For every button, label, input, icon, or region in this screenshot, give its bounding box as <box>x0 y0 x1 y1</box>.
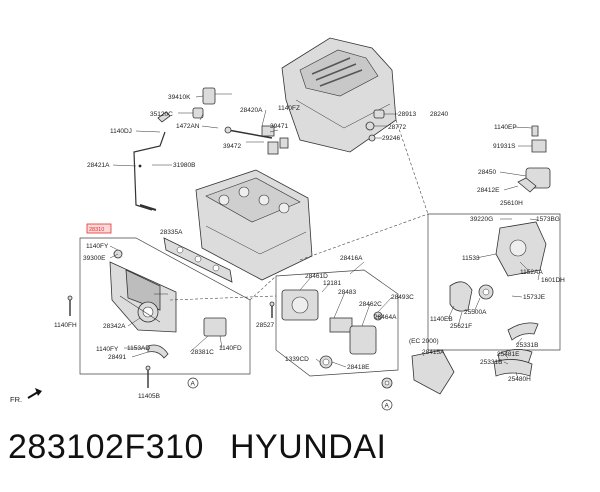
product-caption: 283102F310 HYUNDAI <box>8 428 592 478</box>
label-ref-a-2: A <box>385 403 390 410</box>
label-28491: 28491 <box>108 354 126 361</box>
label-1140fz: 1140FZ <box>278 105 300 112</box>
label-1140fy-top: 1140FY <box>86 243 109 250</box>
leader-lines <box>109 95 541 380</box>
label-28421a: 28421A <box>87 162 110 169</box>
label-28483: 28483 <box>338 289 356 296</box>
label-25481e: 25481E <box>497 351 520 358</box>
label-25500a: 25500A <box>464 309 487 316</box>
guide-lines <box>169 119 429 301</box>
thermostat-housing-group <box>427 125 561 351</box>
label-28461d: 28461D <box>305 273 328 280</box>
rod-sensor-assembly <box>224 125 289 155</box>
label-28462c: 28462C <box>359 301 382 308</box>
sensor-harness <box>133 87 232 211</box>
label-25331b-2: 25331B <box>480 359 502 366</box>
label-28310: 28310 <box>89 227 104 233</box>
intake-manifold-group <box>79 237 251 375</box>
label-1140dj: 1140DJ <box>110 128 132 135</box>
label-39410k: 39410K <box>168 94 191 101</box>
cylinder-head <box>195 169 313 281</box>
cover-fasteners <box>365 109 398 142</box>
label-28418e: 28418E <box>347 364 370 371</box>
label-fr: FR. <box>10 395 22 404</box>
label-12181: 12181 <box>323 280 341 287</box>
label-1140fd: 1140FD <box>219 345 242 352</box>
label-1601dh: 1601DH <box>541 277 565 284</box>
coolant-hose-group <box>493 322 539 377</box>
label-28381c: 28381C <box>191 349 214 356</box>
label-28342a: 28342A <box>103 323 126 330</box>
label-1573bg: 1573BG <box>536 216 560 223</box>
intake-gasket <box>163 237 233 283</box>
label-25480h: 25480H <box>508 376 531 383</box>
label-28450: 28450 <box>478 169 496 176</box>
label-28527: 28527 <box>256 322 274 329</box>
label-1140fy-bot: 1140FY <box>96 346 119 353</box>
label-39300e: 39300E <box>83 255 106 262</box>
loose-bolts <box>67 295 275 388</box>
front-direction-arrow <box>27 388 42 399</box>
label-29246: 29246 <box>382 135 400 142</box>
label-28240: 28240 <box>430 111 448 118</box>
label-28772: 28772 <box>388 124 406 131</box>
label-25621f: 25621F <box>450 323 472 330</box>
engine-cover <box>281 37 397 153</box>
label-ec2000: (EC 2000) <box>409 338 439 345</box>
label-28464a: 28464A <box>374 314 397 321</box>
label-25610h: 25610H <box>500 200 523 207</box>
label-11405b: 11405B <box>138 393 160 400</box>
ec2000-bracket <box>381 349 455 395</box>
label-1472an: 1472AN <box>176 123 200 130</box>
label-28420a: 28420A <box>240 107 263 114</box>
label-ref-a-1: A <box>191 381 196 388</box>
label-39471: 39471 <box>270 123 288 130</box>
label-28493c: 28493C <box>391 294 414 301</box>
label-91931s: 91931S <box>493 143 516 150</box>
label-28412e: 28412E <box>477 187 500 194</box>
highlight-badge-28310 <box>86 223 112 234</box>
label-1140fh: 1140FH <box>54 322 77 329</box>
exploded-parts-diagram: 39410K 35120C 1472AN 1140DJ 28421A 31980… <box>10 37 565 411</box>
label-1140eb: 1140EB <box>430 316 453 323</box>
label-28913: 28913 <box>398 111 416 118</box>
label-39472: 39472 <box>223 143 241 150</box>
label-39220g: 39220G <box>470 216 493 223</box>
label-1152aa: 1152AA <box>520 269 543 276</box>
label-11533: 11533 <box>462 255 480 262</box>
egr-valve-group <box>275 269 399 377</box>
caption-part-number: 283102F310 <box>8 428 204 466</box>
label-28415a: 28415A <box>422 349 445 356</box>
ref-marker-a-1-circle <box>187 377 199 389</box>
label-31980b: 31980B <box>173 162 195 169</box>
label-25331b: 25331B <box>516 342 538 349</box>
label-1339cd: 1339CD <box>285 356 309 363</box>
label-35120c: 35120C <box>150 111 173 118</box>
label-28416a: 28416A <box>340 255 363 262</box>
caption-brand: HYUNDAI <box>229 428 387 466</box>
label-1153ad: 1153AD <box>127 345 150 352</box>
label-1140ep: 1140EP <box>494 124 517 131</box>
label-1573je: 1573JE <box>523 294 546 301</box>
ref-marker-a-2-circle <box>381 399 393 411</box>
label-28335a: 28335A <box>160 229 183 236</box>
